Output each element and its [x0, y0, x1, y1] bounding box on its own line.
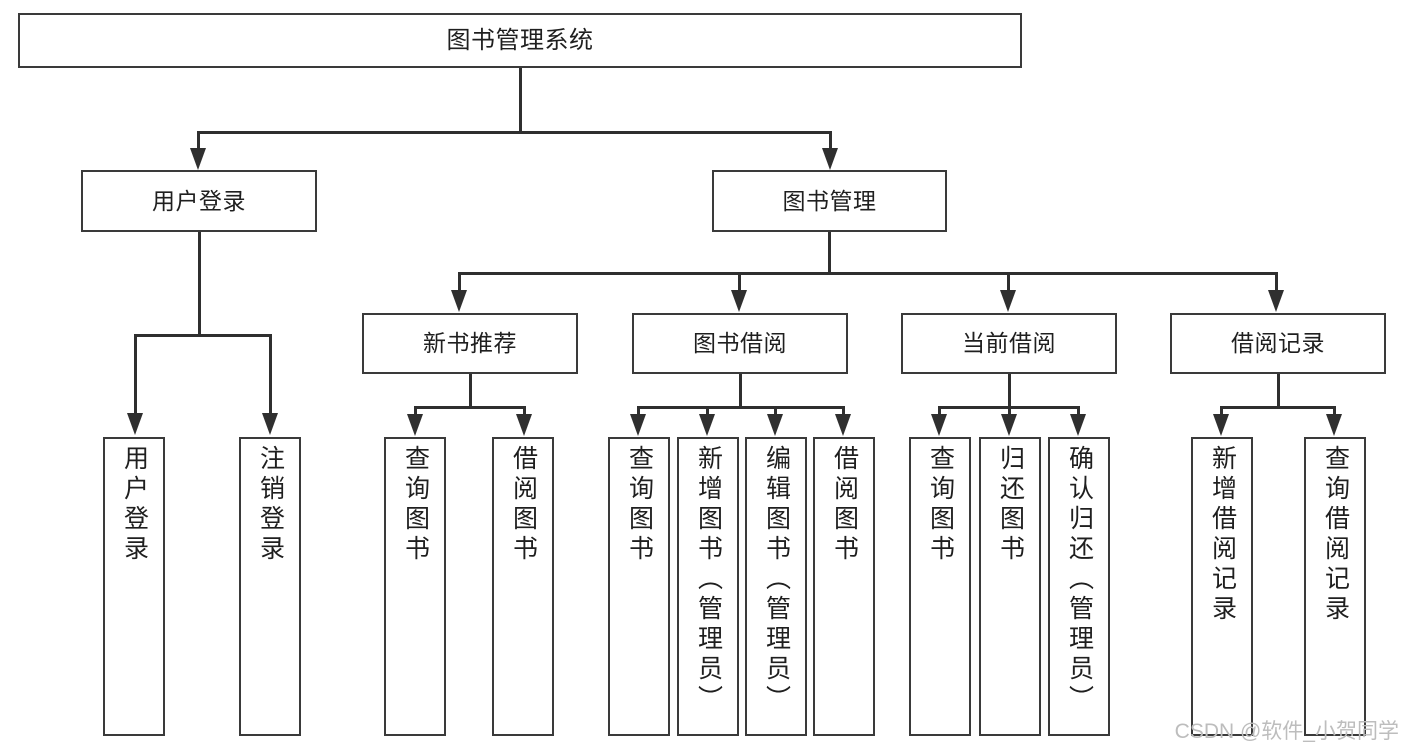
connector-cb-drop-3 [1077, 406, 1080, 418]
node-book-borrow[interactable]: 图书借阅 [632, 313, 848, 374]
leaf-query-borrow-record[interactable]: 查询借阅记录 [1304, 437, 1366, 736]
connector-br-drop-2 [1333, 406, 1336, 418]
node-label: 注销登录 [256, 445, 285, 565]
connector-level2-bar [458, 272, 1278, 275]
node-label: 编辑图书（管理员） [762, 445, 791, 715]
arrowhead-bb-leaf-4 [835, 414, 851, 436]
node-borrow-record[interactable]: 借阅记录 [1170, 313, 1386, 374]
connector-to-borrow-record [1275, 272, 1278, 292]
arrowhead-to-new-book-recommend [451, 290, 467, 312]
connector-to-book-borrow [738, 272, 741, 292]
node-label: 归还图书 [996, 445, 1025, 565]
connector-new-book-recommend-bar [414, 406, 526, 409]
node-label: 借阅图书 [830, 445, 859, 565]
arrowhead-br-leaf-1 [1213, 414, 1229, 436]
node-label: 用户登录 [152, 187, 246, 214]
connector-nbr-drop-1 [414, 406, 417, 418]
connector-new-book-recommend-stem [469, 374, 472, 409]
node-label: 新增借阅记录 [1208, 445, 1237, 625]
node-new-book-recommend[interactable]: 新书推荐 [362, 313, 578, 374]
node-root-book-management-system[interactable]: 图书管理系统 [18, 13, 1022, 68]
connector-cb-drop-1 [938, 406, 941, 418]
leaf-query-book-cb[interactable]: 查询图书 [909, 437, 971, 736]
arrowhead-to-current-borrow [1000, 290, 1016, 312]
leaf-add-borrow-record[interactable]: 新增借阅记录 [1191, 437, 1253, 736]
connector-borrow-record-bar [1220, 406, 1336, 409]
connector-user-login-stem [198, 232, 201, 336]
node-label: 图书管理 [782, 187, 877, 214]
arrowhead-cb-leaf-1 [931, 414, 947, 436]
node-current-borrow[interactable]: 当前借阅 [901, 313, 1117, 374]
node-label: 新书推荐 [423, 330, 517, 357]
arrowhead-cb-leaf-2 [1001, 414, 1017, 436]
connector-book-borrow-stem [739, 374, 742, 409]
connector-to-current-borrow [1007, 272, 1010, 292]
leaf-logout[interactable]: 注销登录 [239, 437, 301, 736]
connector-book-borrow-bar [637, 406, 845, 409]
watermark: CSDN @软件_小贺同学 [1174, 720, 1399, 743]
node-label: 确认归还（管理员） [1065, 445, 1094, 715]
node-label: 用户登录 [120, 445, 149, 565]
node-label: 查询图书 [401, 445, 430, 565]
arrowhead-to-book-borrow [731, 290, 747, 312]
leaf-query-book-nbr[interactable]: 查询图书 [384, 437, 446, 736]
connector-user-login-drop-2 [269, 334, 272, 416]
leaf-add-book-admin[interactable]: 新增图书（管理员） [677, 437, 739, 736]
connector-bb-drop-1 [637, 406, 640, 418]
arrowhead-bb-leaf-2 [699, 414, 715, 436]
arrowhead-cb-leaf-3 [1070, 414, 1086, 436]
node-label: 图书管理系统 [446, 26, 594, 54]
node-label: 查询借阅记录 [1321, 445, 1350, 625]
arrowhead-to-book-management [822, 148, 838, 170]
connector-level1-bar [197, 131, 832, 134]
arrowhead-bb-leaf-1 [630, 414, 646, 436]
leaf-query-book-bb[interactable]: 查询图书 [608, 437, 670, 736]
connector-user-login-bar [134, 334, 272, 337]
arrowhead-nbr-leaf-2 [516, 414, 532, 436]
leaf-return-book[interactable]: 归还图书 [979, 437, 1041, 736]
connector-bb-drop-2 [706, 406, 709, 418]
connector-cb-drop-2 [1008, 406, 1011, 418]
node-book-management[interactable]: 图书管理 [712, 170, 947, 232]
arrowhead-user-login-leaf-1 [127, 413, 143, 435]
connector-bb-drop-4 [842, 406, 845, 418]
node-label: 借阅记录 [1231, 330, 1325, 357]
arrowhead-nbr-leaf-1 [407, 414, 423, 436]
connector-borrow-record-stem [1277, 374, 1280, 409]
leaf-user-login[interactable]: 用户登录 [103, 437, 165, 736]
connector-book-management-stem [828, 232, 831, 274]
arrowhead-user-login-leaf-2 [262, 413, 278, 435]
node-label: 新增图书（管理员） [694, 445, 723, 715]
connector-bb-drop-3 [774, 406, 777, 418]
arrowhead-br-leaf-2 [1326, 414, 1342, 436]
node-label: 查询图书 [926, 445, 955, 565]
leaf-confirm-return-admin[interactable]: 确认归还（管理员） [1048, 437, 1110, 736]
node-label: 借阅图书 [509, 445, 538, 565]
node-label: 查询图书 [625, 445, 654, 565]
arrowhead-to-borrow-record [1268, 290, 1284, 312]
connector-to-new-book-recommend [458, 272, 461, 292]
connector-current-borrow-stem [1008, 374, 1011, 409]
connector-nbr-drop-2 [523, 406, 526, 418]
arrowhead-to-user-login [190, 148, 206, 170]
leaf-edit-book-admin[interactable]: 编辑图书（管理员） [745, 437, 807, 736]
leaf-borrow-book-bb[interactable]: 借阅图书 [813, 437, 875, 736]
connector-br-drop-1 [1220, 406, 1223, 418]
connector-user-login-drop-1 [134, 334, 137, 416]
arrowhead-bb-leaf-3 [767, 414, 783, 436]
node-label: 当前借阅 [962, 330, 1056, 357]
connector-root-stem [519, 68, 522, 133]
node-label: 图书借阅 [693, 330, 787, 357]
connector-to-book-management [829, 131, 832, 151]
connector-to-user-login [197, 131, 200, 151]
leaf-borrow-book-nbr[interactable]: 借阅图书 [492, 437, 554, 736]
node-user-login[interactable]: 用户登录 [81, 170, 317, 232]
